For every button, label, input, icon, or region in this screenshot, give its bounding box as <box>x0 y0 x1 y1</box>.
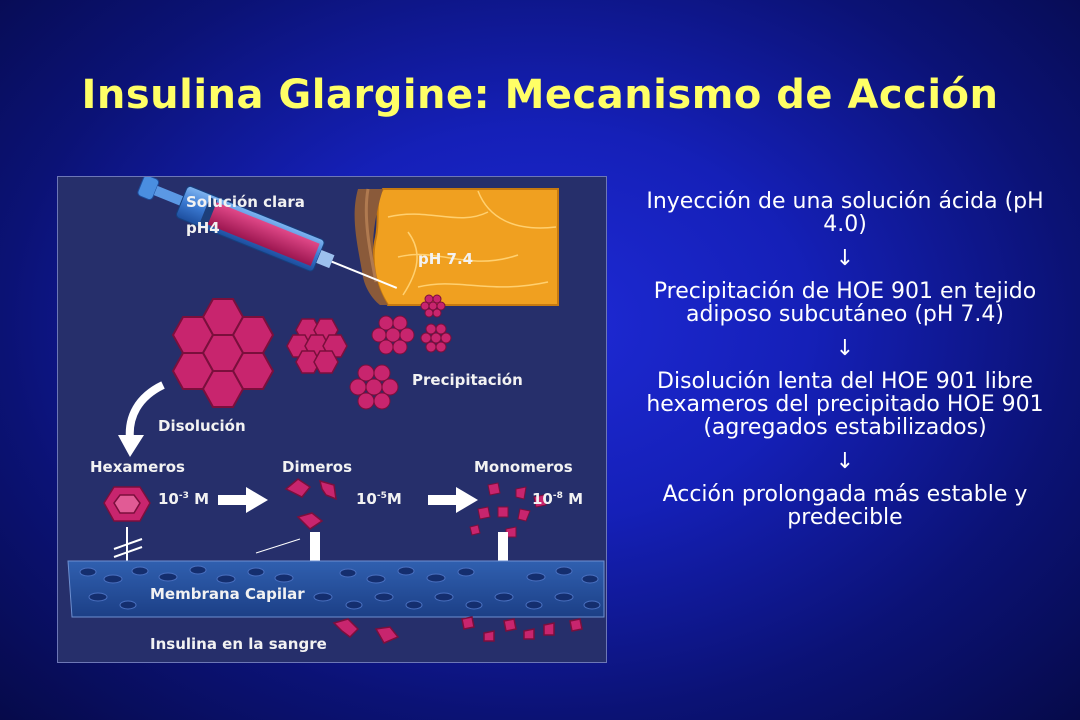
blood-insulin-label: Insulina en la sangre <box>150 635 327 653</box>
down-arrow-icon: ↓ <box>835 448 855 474</box>
capillary-membrane <box>67 560 605 618</box>
precipitation-label: Precipitación <box>412 371 523 389</box>
dimer-molecules <box>284 478 337 530</box>
process-arrow-icon <box>428 487 478 513</box>
syringe-ph-label: pH4 <box>186 219 220 237</box>
syringe <box>137 177 398 289</box>
dimer-concentration: 10-5M <box>356 490 402 508</box>
subcutaneous-tissue <box>354 188 559 306</box>
slide-title: Insulina Glargine: Mecanismo de Acción <box>81 72 999 118</box>
membrane-label: Membrana Capilar <box>150 585 305 603</box>
hexamer-aggregate <box>171 298 275 408</box>
mechanism-steps: Inyección de una solución ácida (pH 4.0)… <box>630 190 1060 529</box>
hexamer-molecule <box>103 486 151 522</box>
down-arrow-icon: ↓ <box>835 335 855 361</box>
mechanism-diagram: Solución clara pH4 pH 7.4 Precipitación … <box>57 176 607 663</box>
injected-precipitate <box>420 294 446 318</box>
monomers-label: Monomeros <box>474 458 573 476</box>
dimers-label: Dimeros <box>282 458 353 476</box>
tissue-ph-label: pH 7.4 <box>418 250 474 268</box>
medium-aggregate <box>286 318 348 374</box>
monomer-concentration: 10-8 M <box>532 490 584 508</box>
dissolution-arrow-icon <box>118 381 165 457</box>
small-aggregates <box>349 315 452 410</box>
blood-insulin-molecules <box>332 616 583 644</box>
monomer-molecules <box>469 482 547 538</box>
dissolution-label: Disolución <box>158 417 246 435</box>
syringe-label: Solución clara <box>186 193 305 211</box>
hexamer-concentration: 10-3 M <box>158 490 210 508</box>
step-dissolution: Disolución lenta del HOE 901 libre hexam… <box>646 369 1044 440</box>
step-prolonged-action: Acción prolongada más estable y predecib… <box>662 482 1028 530</box>
step-injection: Inyección de una solución ácida (pH 4.0) <box>646 189 1044 237</box>
diagram-illustration <box>67 177 605 644</box>
hexamers-label: Hexameros <box>90 458 185 476</box>
process-arrow-icon <box>218 487 268 513</box>
down-arrow-icon: ↓ <box>835 245 855 271</box>
step-precipitation: Precipitación de HOE 901 en tejido adipo… <box>653 279 1037 327</box>
